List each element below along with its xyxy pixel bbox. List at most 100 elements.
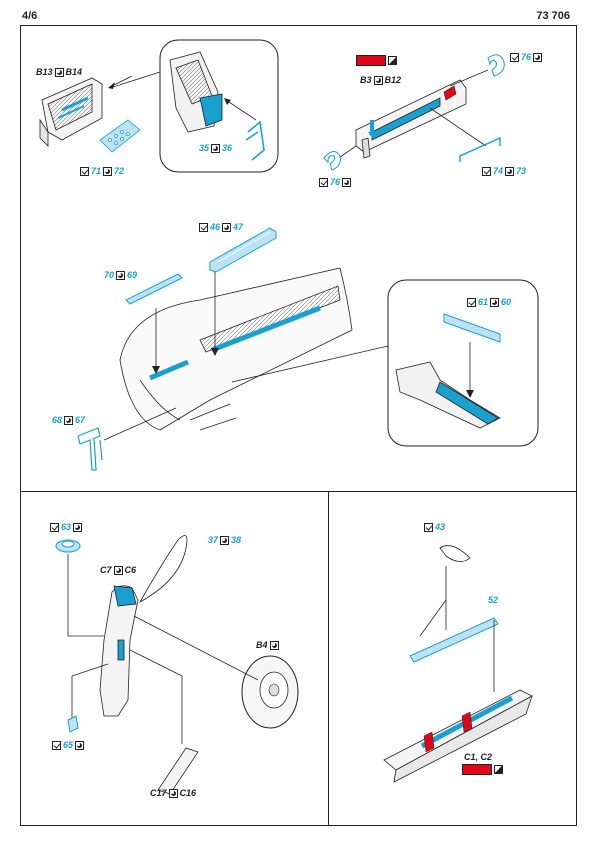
paint-icon [490, 297, 500, 307]
label-61: 61 [478, 297, 489, 307]
rack-body [383, 689, 533, 783]
label-c16: C16 [179, 788, 197, 798]
arrow-71 [108, 82, 115, 89]
label-43: 43 [435, 522, 446, 532]
label-c17: C17 [150, 788, 167, 798]
etch-part-74 [459, 136, 501, 162]
label-60: 60 [501, 297, 512, 307]
check-icon [424, 522, 433, 532]
check-icon [52, 740, 61, 750]
paint-swatch-b3 [356, 55, 397, 66]
bottom-right-panel [328, 491, 577, 826]
label-b12: B12 [384, 75, 402, 85]
etch-part-63 [55, 539, 81, 553]
detail-bubble-floor [387, 279, 539, 447]
paint-icon [533, 52, 543, 62]
check-icon [510, 52, 519, 62]
check-icon [80, 166, 89, 176]
label-b4: B4 [256, 640, 268, 650]
gear-leg [99, 585, 139, 717]
red-paint-swatch [462, 764, 492, 775]
seat-part [169, 51, 223, 133]
etch-part-71 [99, 119, 141, 153]
paint-icon [103, 166, 113, 176]
label-69: 69 [127, 270, 138, 280]
paint-icon [373, 75, 383, 85]
etch-part-35 [245, 120, 265, 161]
label-71: 71 [91, 166, 102, 176]
gloss-icon [388, 56, 397, 65]
check-icon [50, 522, 59, 532]
leader-71 [111, 75, 133, 87]
callout-b13-b14: B13 B14 [36, 67, 82, 77]
red-part-c2 [461, 711, 473, 733]
callout-76-bottom: 76 [319, 177, 352, 187]
kit-number: 73 706 [536, 10, 570, 22]
label-c7: C7 [100, 565, 112, 575]
etch-part-76-bottom [323, 151, 341, 171]
rail-part-b3 [355, 79, 467, 159]
paint-icon [269, 640, 279, 650]
paint-icon [220, 535, 230, 545]
check-icon [319, 177, 328, 187]
label-b13: B13 [36, 67, 53, 77]
etch-part-61 [443, 313, 501, 343]
check-icon [482, 166, 491, 176]
callout-65: 65 [52, 740, 85, 750]
paint-icon [505, 166, 515, 176]
callout-35-36: 35 36 [199, 143, 232, 153]
callout-71-72: 71 72 [80, 166, 124, 176]
callout-68-67: 68 67 [52, 415, 85, 425]
callout-76-top: 76 [510, 52, 543, 62]
etch-part-76-top [487, 54, 505, 77]
etch-part-52 [409, 617, 499, 663]
strut-c17 [157, 747, 199, 795]
callout-c17-c16: C17 C16 [150, 788, 196, 798]
callout-b4: B4 [256, 640, 279, 650]
label-74: 74 [493, 166, 504, 176]
label-36: 36 [222, 143, 233, 153]
label-b14: B14 [65, 67, 83, 77]
check-icon [467, 297, 476, 307]
paint-icon [75, 740, 85, 750]
page-number: 4/6 [22, 10, 38, 22]
label-76: 76 [330, 177, 341, 187]
paint-icon [54, 67, 64, 77]
callout-c7-c6: C7 C6 [100, 565, 136, 575]
callout-43: 43 [424, 522, 445, 532]
etch-part-68 [77, 427, 103, 471]
fuselage [119, 267, 353, 431]
label-c6: C6 [124, 565, 137, 575]
callout-74-73: 74 73 [482, 166, 526, 176]
gloss-icon [494, 765, 503, 774]
callout-37-38: 37 38 [208, 535, 241, 545]
label-38: 38 [231, 535, 242, 545]
paint-icon [342, 177, 352, 187]
paint-swatch-c1 [462, 764, 503, 775]
callout-63: 63 [50, 522, 83, 532]
red-part-c1 [423, 731, 435, 753]
label-35: 35 [199, 143, 210, 153]
etch-part-65 [67, 715, 79, 733]
label-65: 65 [63, 740, 74, 750]
console-part-b13 [39, 77, 103, 147]
etch-part-70 [125, 273, 183, 305]
label-76: 76 [521, 52, 532, 62]
paint-icon [222, 222, 232, 232]
callout-52: 52 [488, 595, 498, 605]
callout-c1-c2: C1, C2 [464, 752, 492, 762]
gear-door-37 [138, 535, 188, 604]
red-paint-swatch [356, 55, 386, 66]
label-c1-c2: C1, C2 [464, 752, 493, 762]
callout-46-47: 46 47 [199, 222, 243, 232]
label-b3: B3 [360, 75, 372, 85]
label-73: 73 [516, 166, 527, 176]
label-47: 47 [233, 222, 244, 232]
etch-part-46 [209, 227, 277, 273]
paint-icon [116, 270, 126, 280]
label-52: 52 [488, 595, 499, 605]
label-37: 37 [208, 535, 219, 545]
paint-icon [64, 415, 74, 425]
paint-icon [211, 143, 221, 153]
